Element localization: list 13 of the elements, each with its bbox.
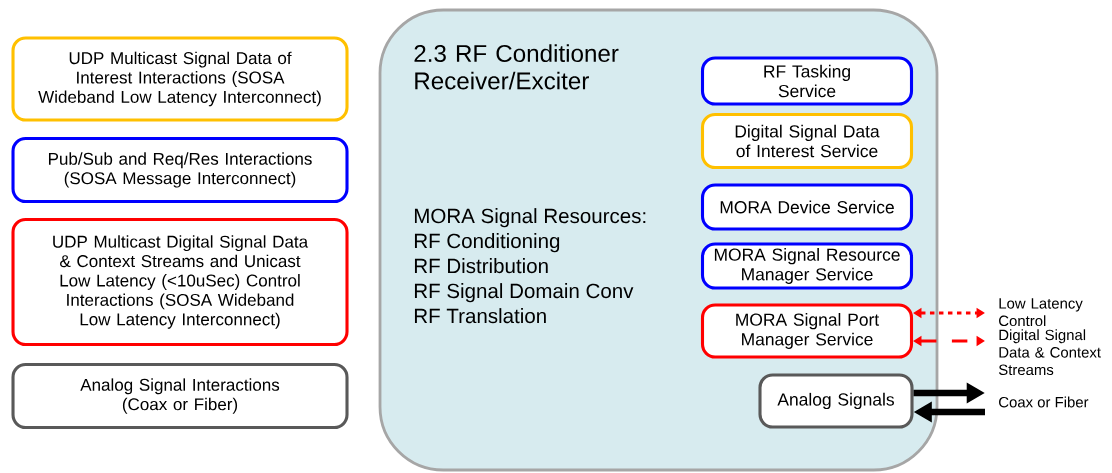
service-box: MORA Signal Resource Manager Service — [700, 242, 914, 290]
interaction-box: UDP Multicast Signal Data of Interest Interactions (SOSA Wideband Low Latency Interconnect) — [11, 36, 349, 122]
service-box: Analog Signals — [758, 373, 914, 429]
service-box: MORA Signal Port Manager Service — [700, 303, 914, 359]
edge-label: Low Latency Control — [999, 298, 1083, 327]
service-box: RF Tasking Service — [700, 56, 914, 106]
interaction-box: Pub/Sub and Req/Res Interactions (SOSA Message Interconnect) — [11, 136, 349, 204]
interaction-box: Analog Signal Interactions (Coax or Fiber) — [11, 362, 349, 430]
service-box: MORA Device Service — [700, 183, 914, 231]
arrow-label: Coax or Fiber — [999, 396, 1089, 408]
interaction-box: UDP Multicast Digital Signal Data & Context Streams and Unicast Low Latency (<10uSec) Control Interactions (SOSA Wideband Low Latency Interconnect) — [11, 217, 349, 347]
edge-label: Digital Signal Data & Context Streams — [998, 329, 1101, 376]
service-box: Digital Signal Data of Interest Service — [700, 112, 914, 170]
